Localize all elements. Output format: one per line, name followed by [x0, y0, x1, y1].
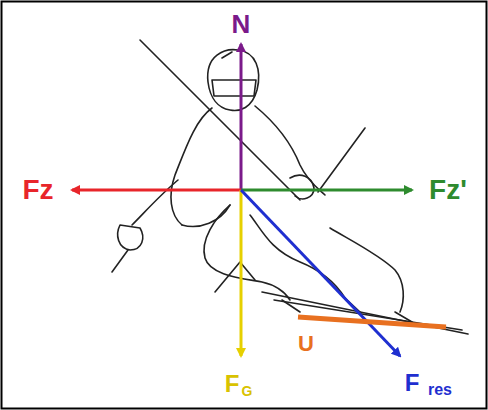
force-label: Fz — [22, 176, 53, 204]
force-label: N — [232, 11, 251, 37]
force-label: F — [225, 372, 240, 396]
force-label: U — [298, 333, 314, 355]
force-label: F — [405, 371, 420, 395]
subscript-label: res — [428, 382, 452, 398]
subscript-label: G — [242, 384, 253, 398]
force-label: Fz' — [429, 176, 467, 204]
